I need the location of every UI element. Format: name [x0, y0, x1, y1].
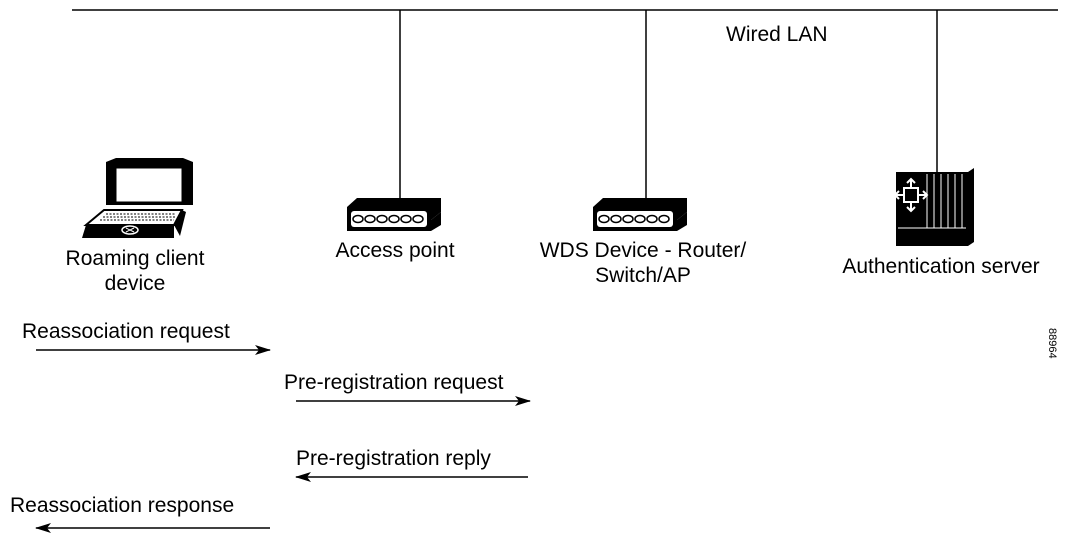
roaming-client-line1: Roaming client [65, 247, 205, 270]
wds-device-line1: WDS Device - Router/ [539, 239, 747, 262]
msg-preregistration-request-label: Pre-registration request [284, 371, 504, 394]
figure-id: 88964 [1046, 328, 1058, 359]
roaming-client-line2: device [104, 272, 166, 295]
roaming-client-label: Roaming client device [40, 246, 230, 296]
wds-device-icon [593, 198, 687, 231]
wired-lan-label: Wired LAN [726, 23, 828, 46]
wds-device-line2: Switch/AP [595, 264, 691, 287]
access-point-label: Access point [335, 239, 455, 262]
access-point-icon [347, 198, 441, 231]
msg-reassociation-request-label: Reassociation request [22, 320, 230, 343]
laptop-icon [82, 158, 193, 238]
msg-reassociation-response-label: Reassociation response [10, 494, 235, 517]
authentication-server-label: Authentication server [842, 255, 1040, 278]
authentication-server-icon [893, 168, 974, 246]
wds-device-label: WDS Device - Router/ Switch/AP [508, 238, 778, 288]
msg-preregistration-reply-label: Pre-registration reply [296, 447, 491, 470]
